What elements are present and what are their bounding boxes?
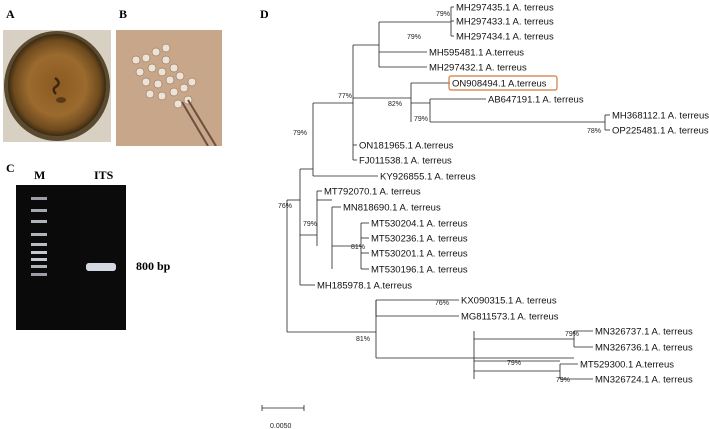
tree-leaf-label: MT792070.1 A. terreus <box>324 187 421 198</box>
bootstrap-value: 79% <box>293 130 307 137</box>
tree-leaf-label: MN326736.1 A. terreus <box>595 343 693 354</box>
tree-leaf-label: FJ011538.1 A. terreus <box>359 156 452 167</box>
tree-leaf-label: MH185978.1 A.terreus <box>317 281 412 292</box>
tree-leaf-label: MN326737.1 A. terreus <box>595 327 693 338</box>
bootstrap-value: 82% <box>388 101 402 108</box>
tree-leaf-label: MN818690.1 A. terreus <box>343 203 441 214</box>
panel-b-label: B <box>119 7 128 21</box>
bootstrap-value: 77% <box>338 93 352 100</box>
tree-leaf-label: MH297433.1 A. terreus <box>456 17 554 28</box>
microscopy-image <box>116 30 222 146</box>
tree-leaf-label: ON181965.1 A.terreus <box>359 141 454 152</box>
bootstrap-value: 79% <box>507 360 521 367</box>
tree-leaf-label: ON908494.1 A.terreus <box>452 79 547 90</box>
bootstrap-value: 79% <box>407 34 421 41</box>
bootstrap-value: 79% <box>436 11 450 18</box>
tree-leaf-label: MT530204.1 A. terreus <box>371 219 468 230</box>
bootstrap-value: 79% <box>556 377 570 384</box>
tree-leaf-label: MH297434.1 A. terreus <box>456 32 554 43</box>
bootstrap-value: 79% <box>414 116 428 123</box>
tree-leaf-label: MH297435.1 A. terreus <box>456 3 554 14</box>
tree-leaf-label: KY926855.1 A. terreus <box>380 172 476 183</box>
bootstrap-value: 79% <box>303 221 317 228</box>
tree-leaf-label: MG811573.1 A. terreus <box>461 312 559 323</box>
tree-leaf-label: AB647191.1 A. terreus <box>488 95 584 106</box>
tree-leaf-label: MH368112.1 A. terreus <box>612 111 709 122</box>
bootstrap-value: 81% <box>351 244 365 251</box>
bootstrap-value: 79% <box>565 331 579 338</box>
tree-leaf-label: MT530201.1 A. terreus <box>371 249 468 260</box>
tree-leaf-label: MH595481.1 A.terreus <box>429 48 524 59</box>
scale-bar-label: 0.0050 <box>270 423 292 429</box>
bootstrap-value: 76% <box>435 300 449 307</box>
culture-plate-image <box>3 30 111 142</box>
panel-d-label: D <box>260 7 269 21</box>
tree-leaf-label: MH297432.1 A. terreus <box>429 63 527 74</box>
gel-band-size-label: 800 bp <box>136 259 171 273</box>
query-sequence-highlight <box>448 75 558 91</box>
gel-lane-marker-label: M <box>34 168 46 182</box>
tree-leaf-label: MT529300.1 A.terreus <box>580 360 674 371</box>
panel-c-label: C <box>6 161 15 175</box>
tree-leaf-label: MN326724.1 A. terreus <box>595 375 693 386</box>
tree-leaf-label: KX090315.1 A. terreus <box>461 296 557 307</box>
tree-leaf-label: OP225481.1 A. terreus <box>612 126 709 137</box>
bootstrap-value: 81% <box>356 336 370 343</box>
bootstrap-value: 78% <box>587 128 601 135</box>
gel-lane-sample-label: ITS <box>94 168 114 182</box>
bootstrap-value: 76% <box>278 203 292 210</box>
panel-a-label: A <box>6 7 15 21</box>
agarose-gel-image <box>16 185 126 330</box>
tree-leaf-label: MT530236.1 A. terreus <box>371 234 468 245</box>
tree-leaf-label: MT530196.1 A. terreus <box>371 265 468 276</box>
